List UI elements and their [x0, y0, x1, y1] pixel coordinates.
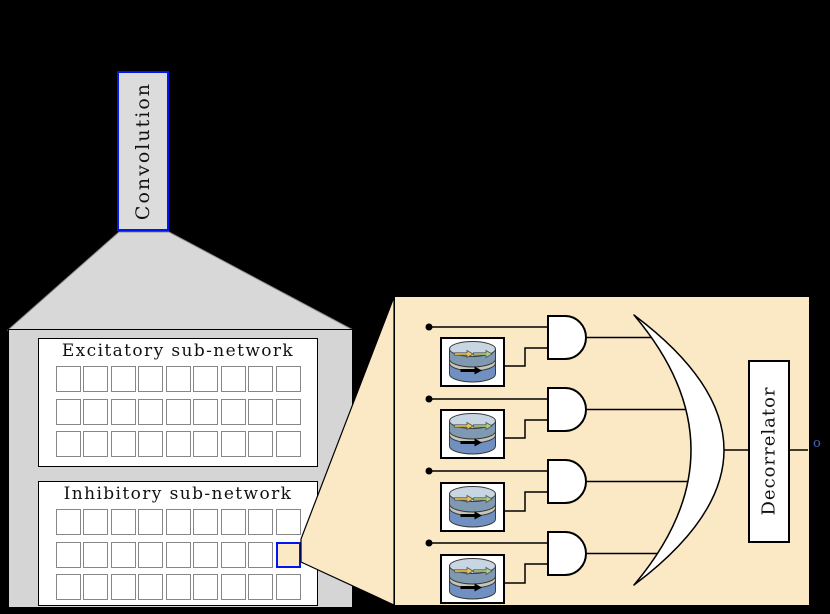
and-gate-icon	[547, 531, 587, 576]
neuron-cell	[110, 541, 136, 568]
highlighted-neuron-cell	[275, 541, 301, 568]
neuron-cell	[138, 574, 163, 600]
neuron-cell	[165, 541, 191, 568]
neuron-cell	[138, 541, 163, 568]
neuron-cell	[138, 366, 163, 392]
synapse-wire	[504, 419, 548, 439]
convolution-label: Convolution	[132, 81, 154, 221]
neuron-cell	[193, 574, 218, 600]
neuron-cell	[248, 509, 273, 535]
neuron-cell	[165, 398, 191, 425]
neuron-cell	[83, 431, 108, 457]
decorrelator-box	[748, 360, 790, 543]
neuron-cell	[193, 431, 218, 457]
or-gate-crescent-icon	[633, 314, 725, 586]
neuron-cell	[110, 431, 136, 457]
neuron-row	[39, 574, 317, 600]
neuron-cell	[275, 366, 301, 392]
neuron-cell	[165, 366, 191, 392]
neuron-cell	[83, 574, 108, 600]
neuron-cell	[165, 509, 191, 535]
neuron-cell	[220, 541, 246, 568]
neuron-cell	[110, 366, 136, 392]
neuron-cell	[220, 509, 246, 535]
neuron-cell	[55, 509, 81, 535]
synapse-row	[425, 387, 688, 459]
neuron-row	[39, 541, 317, 568]
neuron-cell	[110, 509, 136, 535]
neuron-cell	[55, 431, 81, 457]
neuron-cell	[220, 574, 246, 600]
neuron-cell	[193, 366, 218, 392]
convolution-block: Convolution	[117, 71, 169, 231]
excitatory-title: Excitatory sub-network	[61, 341, 295, 361]
circuit-svg: Decorrelator	[425, 314, 808, 604]
neuron-cell	[138, 398, 163, 425]
inhibitory-subnetwork-box: Inhibitory sub-network	[38, 481, 318, 606]
neuron-cell	[248, 431, 273, 457]
synapse-wire	[504, 347, 548, 367]
decorrelator-label: Decorrelator	[759, 386, 780, 515]
neuron-row	[39, 398, 317, 425]
neuron-cell	[138, 431, 163, 457]
neuron-cell	[55, 398, 81, 425]
output-label: o	[813, 436, 821, 451]
neuron-cell	[248, 574, 273, 600]
and-gate-icon	[547, 459, 587, 504]
neuron-cell	[83, 366, 108, 392]
neuron-row	[39, 431, 317, 457]
input-dot	[425, 467, 433, 475]
neuron-cell	[275, 574, 301, 600]
zoom-panel: Decorrelator	[394, 296, 810, 606]
neuron-cell	[220, 431, 246, 457]
neuron-cell	[83, 509, 108, 535]
neuron-cell	[275, 431, 301, 457]
synapse-wire	[504, 563, 548, 584]
neuron-cell	[275, 398, 301, 425]
magnetic-tunnel-junction-icon	[449, 341, 496, 383]
network-container: Excitatory sub-network Inhibitory sub-ne…	[8, 329, 353, 608]
neuron-cell	[110, 574, 136, 600]
neuron-cell	[138, 509, 163, 535]
synapse-row	[425, 459, 690, 532]
magnetic-tunnel-junction-icon	[449, 486, 496, 528]
neuron-cell	[55, 574, 81, 600]
excitatory-neuron-grid	[39, 366, 317, 457]
neuron-cell	[193, 509, 218, 535]
input-dot	[425, 323, 433, 331]
neuron-cell	[165, 574, 191, 600]
neuron-cell	[248, 541, 273, 568]
neuron-row	[39, 509, 317, 535]
neuron-cell	[220, 398, 246, 425]
neuron-cell	[83, 398, 108, 425]
neuron-cell	[110, 398, 136, 425]
neuron-cell	[55, 541, 81, 568]
synapse-wire	[504, 491, 548, 512]
neuron-cell	[83, 541, 108, 568]
and-gate-icon	[547, 315, 587, 360]
neuron-cell	[193, 398, 218, 425]
neuron-cell	[165, 431, 191, 457]
input-dot	[425, 539, 433, 547]
neuron-cell	[220, 366, 246, 392]
neuron-cell	[275, 509, 301, 535]
neuron-cell	[55, 366, 81, 392]
inhibitory-title: Inhibitory sub-network	[63, 484, 293, 504]
synapse-row	[425, 315, 654, 387]
neuron-cell	[248, 366, 273, 392]
synapse-row	[425, 531, 660, 604]
funnel-trapezoid	[6, 231, 354, 331]
inhibitory-neuron-grid	[39, 509, 317, 600]
input-dot	[425, 395, 433, 403]
neuron-cell	[248, 398, 273, 425]
excitatory-subnetwork-box: Excitatory sub-network	[38, 338, 318, 467]
and-gate-icon	[547, 387, 587, 432]
neuron-row	[39, 366, 317, 392]
magnetic-tunnel-junction-icon	[449, 558, 496, 600]
magnetic-tunnel-junction-icon	[449, 413, 496, 455]
neuron-cell	[193, 541, 218, 568]
